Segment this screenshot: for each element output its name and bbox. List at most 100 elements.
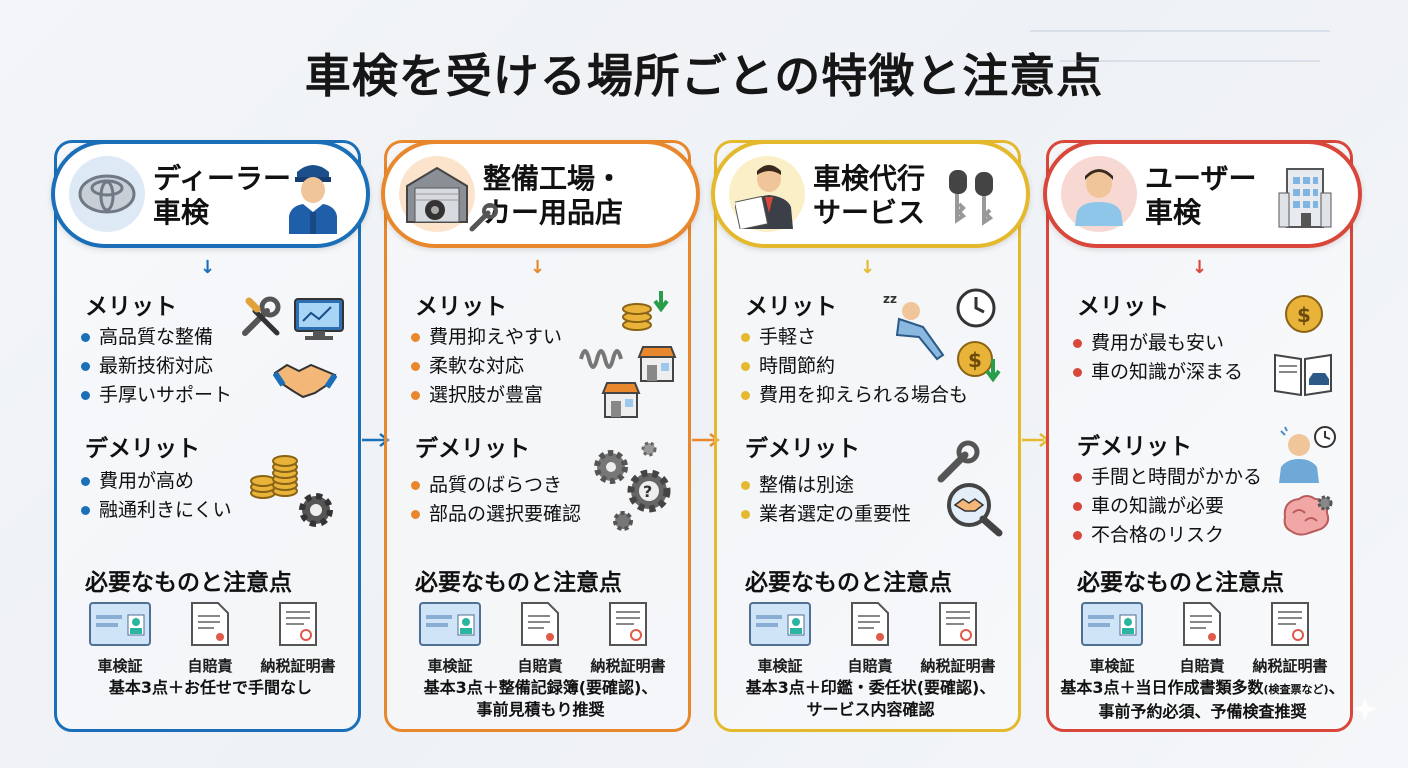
car-logo-icon <box>69 156 145 232</box>
document-label: 納税証明書 <box>920 657 996 675</box>
tax-certificate-icon <box>609 602 647 646</box>
needs-title: 必要なものと注意点 <box>85 570 292 596</box>
document-label: 納税証明書 <box>260 657 336 675</box>
column-dealer: ディーラー 車検 ↓ メリット 高品質な整備 最新技術対応 手厚いサポート <box>51 140 370 732</box>
column-header-agency: 車検代行 サービス <box>711 140 1030 248</box>
merit-title: メリット <box>85 294 177 320</box>
document-item: 納税証明書 <box>253 601 343 675</box>
merit-item: 手軽さ <box>741 323 968 352</box>
demerit-title: デメリット <box>85 436 200 462</box>
gear-icon <box>293 487 339 537</box>
note-text: 基本3点＋お任せで手間なし <box>108 678 313 697</box>
demerit-list: 品質のばらつき 部品の選択要確認 <box>411 471 581 529</box>
id-card-icon <box>1081 602 1143 646</box>
column-garage: 整備工場・ カー用品店 ↓ メリット 費用抑えやすい 柔軟な対応 選択肢が豊富 <box>381 140 700 732</box>
demerit-item: 不合格のリスク <box>1073 521 1262 550</box>
handshake-icon <box>272 355 338 405</box>
merit-list: 手軽さ 時間節約 費用を抑えられる場合も <box>741 323 968 410</box>
shop-icon <box>601 379 641 423</box>
document-list: 車検証 自賠責 納税証明書 <box>413 601 668 681</box>
merit-list: 高品質な整備 最新技術対応 手厚いサポート <box>81 323 232 410</box>
coins-down-icon <box>619 287 673 337</box>
coins-icon <box>249 443 299 507</box>
note-text: 基本3点＋印鑑・委任状(要確認)、 サービス内容確認 <box>745 678 996 719</box>
needs-title: 必要なものと注意点 <box>415 570 622 596</box>
column-header-dealer: ディーラー 車検 <box>51 140 370 248</box>
demerit-item: 費用が高め <box>81 467 232 496</box>
tools-icon <box>237 293 285 345</box>
merit-item: 高品質な整備 <box>81 323 232 352</box>
svg-text:zz: zz <box>883 292 897 306</box>
document-label: 車検証 <box>757 657 803 675</box>
document-item: 車検証 <box>405 601 495 675</box>
note-tail: 、 事前予約必須、予備検査推奨 <box>1098 678 1345 721</box>
merit-item: 柔軟な対応 <box>411 352 562 381</box>
tax-certificate-icon <box>279 602 317 646</box>
mechanic-icon <box>278 158 348 234</box>
column-title: ユーザー 車検 <box>1145 162 1257 229</box>
demerit-title: デメリット <box>1077 434 1192 460</box>
document-item: 納税証明書 <box>1245 601 1335 675</box>
brain-gear-icon <box>1279 493 1335 543</box>
document-label: 自賠責 <box>847 657 893 675</box>
document-label: 車検証 <box>97 657 143 675</box>
demerit-item: 業者選定の重要性 <box>741 500 911 529</box>
needs-title: 必要なものと注意点 <box>1077 570 1284 596</box>
document-list: 車検証 自賠責 納税証明書 <box>743 601 998 681</box>
decorative-line <box>1060 60 1320 62</box>
document-item: 自賠責 <box>165 601 255 675</box>
insurance-document-icon <box>521 602 559 646</box>
document-label: 納税証明書 <box>1252 657 1328 675</box>
document-item: 納税証明書 <box>913 601 1003 675</box>
document-label: 自賠責 <box>187 657 233 675</box>
down-arrow-icon: ↓ <box>1192 257 1208 278</box>
insurance-document-icon <box>851 602 889 646</box>
merit-list: 費用抑えやすい 柔軟な対応 選択肢が豊富 <box>411 323 562 410</box>
garage-icon <box>399 156 475 232</box>
dollar-coin-icon: $ <box>1283 293 1325 339</box>
car-manual-book-icon <box>1273 349 1333 401</box>
sparkle-icon <box>1352 696 1378 726</box>
merit-title: メリット <box>745 294 837 320</box>
agent-icon <box>729 156 805 232</box>
down-arrow-icon: ↓ <box>860 257 876 278</box>
dollar-down-icon: $ <box>955 339 1003 389</box>
wrench-icon <box>935 439 981 489</box>
person-icon <box>1061 156 1137 232</box>
gears-question-icon: ? <box>587 439 677 539</box>
svg-text:?: ? <box>643 482 652 501</box>
diagnostic-monitor-icon <box>293 297 345 345</box>
svg-text:$: $ <box>968 348 982 372</box>
column-user: ユーザー 車検 ↓ メリット 費用が最も安い 車の知識が深まる $ <box>1043 140 1362 732</box>
svg-text:$: $ <box>1297 303 1311 327</box>
page-title: 車検を受ける場所ごとの特徴と注意点 <box>304 49 1104 103</box>
demerit-list: 手間と時間がかかる 車の知識が必要 不合格のリスク <box>1073 463 1262 550</box>
merit-item: 手厚いサポート <box>81 381 232 410</box>
shop-icon <box>637 343 677 387</box>
merit-item: 最新技術対応 <box>81 352 232 381</box>
merit-title: メリット <box>1077 294 1169 320</box>
document-label: 納税証明書 <box>590 657 666 675</box>
column-agency: 車検代行 サービス ↓ メリット 手軽さ 時間節約 費用を抑えられる場合も zz <box>711 140 1030 732</box>
document-item: 自賠責 <box>825 601 915 675</box>
document-label: 自賠責 <box>1179 657 1225 675</box>
document-item: 納税証明書 <box>583 601 673 675</box>
document-item: 車検証 <box>75 601 165 675</box>
note-text: 基本3点＋整備記録簿(要確認)、 事前見積もり推奨 <box>423 678 658 719</box>
id-card-icon <box>419 602 481 646</box>
merit-item: 費用を抑えられる場合も <box>741 381 968 410</box>
merit-item: 費用が最も安い <box>1073 329 1243 358</box>
merit-list: 費用が最も安い 車の知識が深まる <box>1073 329 1243 387</box>
column-header-garage: 整備工場・ カー用品店 <box>381 140 700 248</box>
demerit-title: デメリット <box>415 436 530 462</box>
document-list: 車検証 自賠責 納税証明書 <box>1075 601 1330 681</box>
clock-icon <box>955 287 997 333</box>
column-title: ディーラー 車検 <box>153 162 292 229</box>
tax-certificate-icon <box>939 602 977 646</box>
id-card-icon <box>89 602 151 646</box>
note-small: (検査票など) <box>1263 683 1329 696</box>
demerit-title: デメリット <box>745 436 860 462</box>
column-title: 車検代行 サービス <box>813 162 926 229</box>
document-item: 自賠責 <box>1157 601 1247 675</box>
tax-certificate-icon <box>1271 602 1309 646</box>
